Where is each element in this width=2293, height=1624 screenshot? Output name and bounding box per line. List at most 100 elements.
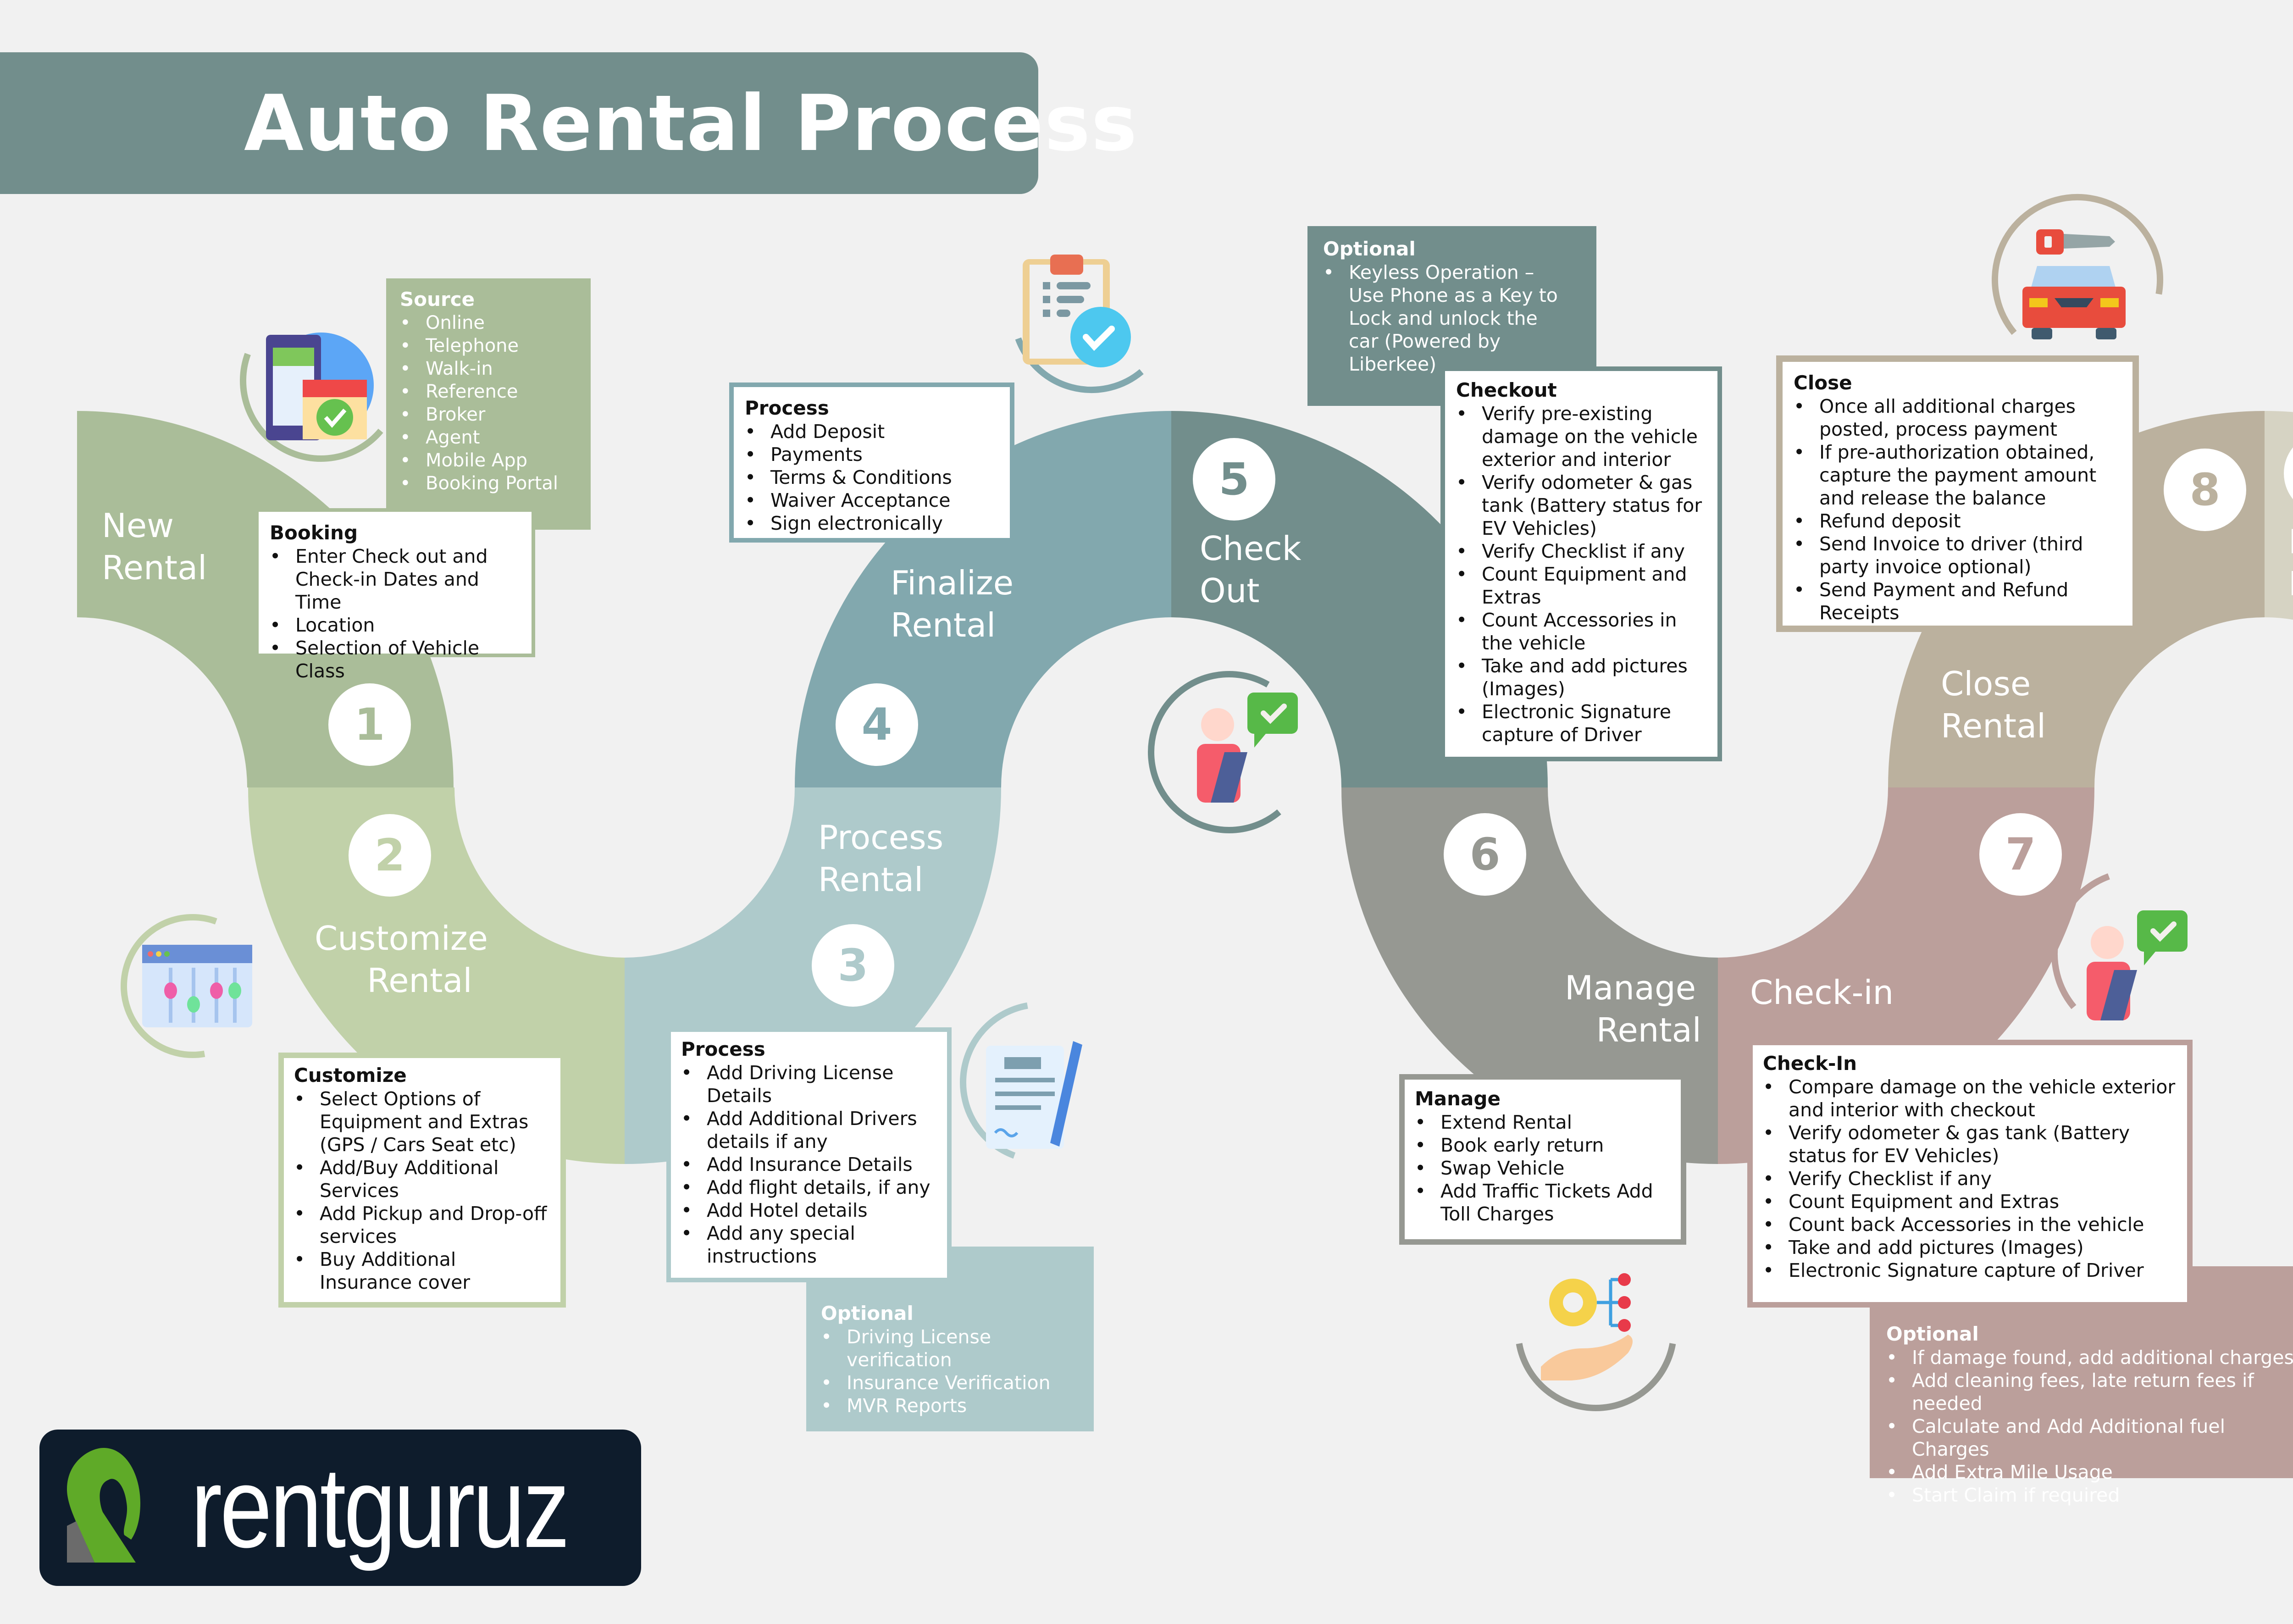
- page-title: Auto Rental Process: [244, 78, 1138, 168]
- booking-list: Enter Check out and Check-in Dates and T…: [270, 545, 521, 682]
- list-item: Extend Rental: [1415, 1111, 1671, 1134]
- checkout-optional-list: Keyless Operation – Use Phone as a Key t…: [1323, 261, 1560, 376]
- source-title: Source: [400, 288, 475, 310]
- list-item: Add Extra Mile Usage: [1886, 1461, 2293, 1484]
- list-item: Online: [400, 311, 577, 334]
- list-item: Send Payment and Refund Receipts: [1794, 578, 2121, 624]
- list-item: Count Equipment and Extras: [1763, 1190, 2177, 1213]
- list-item: Terms & Conditions: [745, 466, 999, 489]
- finalize-process-list: Add DepositPaymentsTerms & ConditionsWai…: [745, 420, 999, 535]
- customize-sliders-icon: [142, 945, 252, 1027]
- list-item: Book early return: [1415, 1134, 1671, 1157]
- finalize-process-title: Process: [745, 397, 829, 419]
- process-rental-box: Process Add Driving License DetailsAdd A…: [666, 1027, 952, 1282]
- list-item: Compare damage on the vehicle exterior a…: [1763, 1075, 2177, 1121]
- step-3-label: Process Rental: [818, 818, 944, 899]
- title-banner: Auto Rental Process: [0, 52, 1137, 194]
- person-tablet-approval-icon: [2087, 910, 2188, 1020]
- list-item: Send Invoice to driver (third party invo…: [1794, 532, 2121, 578]
- list-item: Count back Accessories in the vehicle: [1763, 1213, 2177, 1236]
- step-9-label: Post Review: [2288, 521, 2293, 605]
- list-item: Start Claim if required: [1886, 1484, 2293, 1507]
- rentguruz-logo: rentguruz: [39, 1430, 641, 1586]
- list-item: Add Additional Drivers details if any: [681, 1107, 937, 1153]
- process-optional-title: Optional: [821, 1302, 914, 1325]
- list-item: Refund deposit: [1794, 510, 2121, 532]
- source-list: OnlineTelephoneWalk-inReferenceBrokerAge…: [400, 311, 577, 495]
- process-rental-title: Process: [681, 1038, 765, 1060]
- close-title: Close: [1794, 371, 1852, 394]
- list-item: Electronic Signature capture of Driver: [1456, 700, 1706, 746]
- step-8-label: Close Rental: [1941, 665, 2046, 745]
- booking-phone-calendar-icon: [266, 333, 374, 440]
- list-item: Take and add pictures (Images): [1763, 1236, 2177, 1259]
- step-3-number: 3: [812, 924, 894, 1007]
- customize-box: Customize Select Options of Equipment an…: [278, 1053, 566, 1308]
- icon-arc-7: [2051, 873, 2110, 1009]
- rentguruz-logo-mark-icon: [67, 1448, 140, 1563]
- close-list: Once all additional charges posted, proc…: [1794, 395, 2121, 624]
- customize-list: Select Options of Equipment and Extras (…: [294, 1087, 550, 1294]
- list-item: Take and add pictures (Images): [1456, 654, 1706, 700]
- step-2-label: Customize Rental: [315, 919, 488, 1000]
- list-item: Verify Checklist if any: [1763, 1167, 2177, 1190]
- manage-title: Manage: [1415, 1087, 1501, 1110]
- car-key-icon: [2022, 229, 2126, 339]
- icon-arc-5: [1148, 671, 1281, 833]
- step-2-number: 2: [349, 814, 431, 897]
- list-item: Add Hotel details: [681, 1199, 937, 1222]
- list-item: Keyless Operation – Use Phone as a Key t…: [1323, 261, 1560, 376]
- list-item: Add Driving License Details: [681, 1061, 937, 1107]
- list-item: Verify odometer & gas tank (Battery stat…: [1456, 471, 1706, 540]
- list-item: Add any special instructions: [681, 1222, 937, 1268]
- checkin-box: Check-In Compare damage on the vehicle e…: [1747, 1040, 2193, 1308]
- list-item: Verify Checklist if any: [1456, 540, 1706, 563]
- icon-arc-8: [1992, 194, 2163, 335]
- step-4-number: 4: [836, 683, 918, 766]
- step-8-number: 8: [2164, 449, 2246, 531]
- step-6-number: 6: [1444, 813, 1526, 896]
- list-item: Broker: [400, 403, 577, 426]
- step-7-label: Check-in: [1750, 973, 1894, 1012]
- booking-title: Booking: [270, 521, 358, 544]
- list-item: MVR Reports: [821, 1394, 1080, 1417]
- icon-arc-2: [121, 914, 217, 1058]
- person-tablet-approval-icon: [1197, 693, 1298, 803]
- clipboard-check-icon: [1023, 255, 1131, 367]
- rentguruz-logo-text: rentguruz: [191, 1443, 570, 1571]
- close-box: Close Once all additional charges posted…: [1776, 355, 2139, 632]
- list-item: Add Pickup and Drop-off services: [294, 1202, 550, 1248]
- hand-gear-network-icon: [1541, 1273, 1633, 1380]
- list-item: Electronic Signature capture of Driver: [1763, 1259, 2177, 1282]
- icon-arc-6: [1516, 1343, 1676, 1412]
- finalize-process-box: Process Add DepositPaymentsTerms & Condi…: [729, 382, 1014, 543]
- step-1-label: New Rental: [102, 506, 207, 587]
- checkout-list: Verify pre-existing damage on the vehicl…: [1456, 402, 1706, 746]
- step-4-label: Finalize Rental: [891, 564, 1014, 644]
- list-item: Telephone: [400, 334, 577, 357]
- source-box: Source OnlineTelephoneWalk-inReferenceBr…: [386, 278, 591, 530]
- icon-arc-1: [240, 353, 383, 462]
- checkin-title: Check-In: [1763, 1052, 1857, 1075]
- list-item: Agent: [400, 426, 577, 449]
- list-item: Add Deposit: [745, 420, 999, 443]
- list-item: Sign electronically: [745, 512, 999, 535]
- list-item: Add cleaning fees, late return fees if n…: [1886, 1369, 2293, 1415]
- list-item: Buy Additional Insurance cover: [294, 1248, 550, 1294]
- checkin-list: Compare damage on the vehicle exterior a…: [1763, 1075, 2177, 1282]
- checkin-optional-list: If damage found, add additional chargesA…: [1886, 1346, 2293, 1507]
- step-1-number: 1: [328, 683, 411, 766]
- list-item: Reference: [400, 380, 577, 403]
- step-6-label: Manage Rental: [1565, 969, 1701, 1049]
- list-item: If pre-authorization obtained, capture t…: [1794, 441, 2121, 510]
- list-item: Calculate and Add Additional fuel Charge…: [1886, 1415, 2293, 1461]
- list-item: Selection of Vehicle Class: [270, 637, 521, 682]
- step-5-number: 5: [1193, 438, 1275, 521]
- checkin-optional-title: Optional: [1886, 1323, 1979, 1345]
- checkout-title: Checkout: [1456, 379, 1557, 401]
- list-item: Walk-in: [400, 357, 577, 380]
- checkout-optional-box: Optional Keyless Operation – Use Phone a…: [1307, 226, 1596, 406]
- manage-list: Extend RentalBook early returnSwap Vehic…: [1415, 1111, 1671, 1225]
- manage-box: Manage Extend RentalBook early returnSwa…: [1399, 1074, 1686, 1245]
- step-7-number: 7: [1979, 813, 2062, 896]
